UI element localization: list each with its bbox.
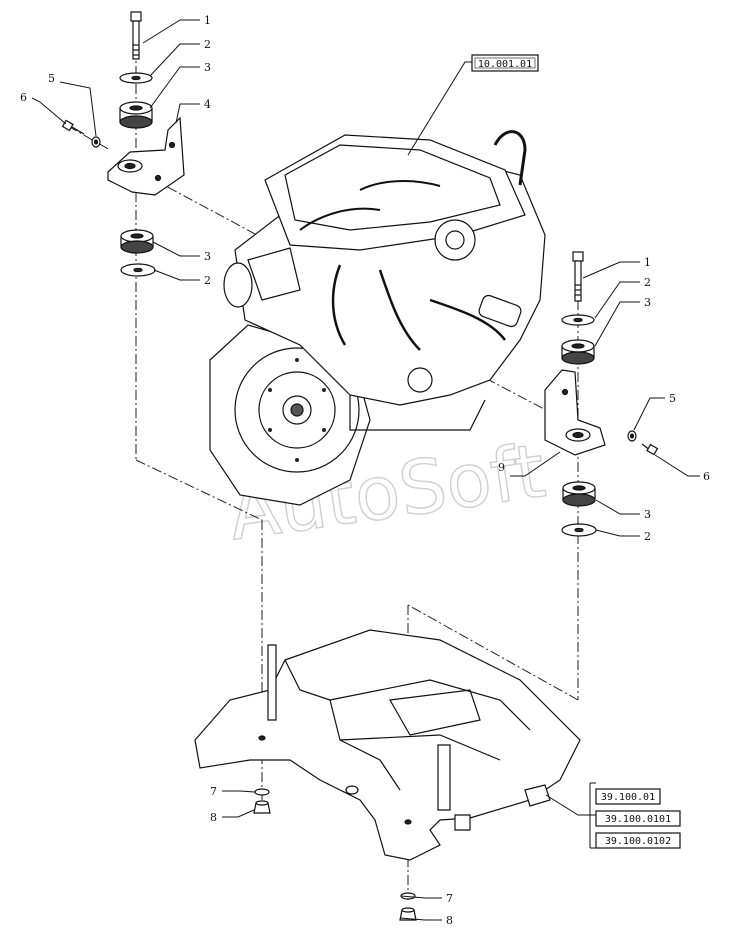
ref-box-frame-b[interactable]: 39.100.0101 xyxy=(595,810,681,827)
callout-2-left: 2 xyxy=(204,38,211,51)
callout-2-right-lower: 2 xyxy=(644,530,651,543)
callout-2-left-lower: 2 xyxy=(204,274,211,287)
lower-hardware xyxy=(253,788,417,921)
ref-group-frame: 39.100.01 39.100.0101 39.100.0102 xyxy=(589,782,681,849)
bracket-left xyxy=(107,116,185,196)
bolt-left xyxy=(130,11,142,60)
ref-box-frame-c[interactable]: 39.100.0102 xyxy=(595,832,681,849)
callout-3-left: 3 xyxy=(204,61,211,74)
left-mount-stack xyxy=(61,11,185,277)
callout-1-right: 1 xyxy=(644,256,651,269)
callout-3-right: 3 xyxy=(644,296,651,309)
ref-frame-c-text: 39.100.0102 xyxy=(605,836,671,847)
callout-6-left: 6 xyxy=(20,91,27,104)
bracket-right xyxy=(544,369,606,456)
ref-frame-b-text: 39.100.0101 xyxy=(605,814,671,825)
leader-lines xyxy=(31,19,700,921)
ref-engine-text: 10.001.01 xyxy=(478,59,532,70)
right-mount-stack xyxy=(544,251,659,537)
bolt-right xyxy=(572,251,584,302)
frame-chassis xyxy=(194,629,581,861)
callout-8-left: 8 xyxy=(210,811,217,824)
callout-1-left: 1 xyxy=(204,14,211,27)
callout-7-left: 7 xyxy=(210,785,217,798)
callout-6-right: 6 xyxy=(703,470,710,483)
callout-8-right: 8 xyxy=(446,914,453,927)
screw-right xyxy=(627,430,659,456)
callout-3-right-lower: 3 xyxy=(644,508,651,521)
callout-2-right: 2 xyxy=(644,276,651,289)
callout-5-right: 5 xyxy=(669,392,676,405)
lower-washer-left xyxy=(254,788,270,796)
callout-3-left-lower: 3 xyxy=(204,250,211,263)
callout-numbers: 1 2 3 4 5 6 3 2 1 2 3 5 6 9 3 2 7 8 7 8 xyxy=(20,14,710,927)
rubber-mount-left-top xyxy=(119,101,153,129)
callout-9: 9 xyxy=(498,461,505,474)
engine-assembly xyxy=(209,130,546,506)
callout-5-left: 5 xyxy=(48,72,55,85)
ref-box-engine[interactable]: 10.001.01 xyxy=(471,54,539,72)
ref-box-frame-a[interactable]: 39.100.01 xyxy=(595,788,661,805)
rubber-mount-right-bottom xyxy=(562,481,596,507)
rubber-mount-right-top xyxy=(561,339,595,365)
callout-7-right: 7 xyxy=(446,892,453,905)
rubber-mount-left-bottom xyxy=(120,229,154,254)
ref-frame-a-text: 39.100.01 xyxy=(601,792,655,803)
callout-4: 4 xyxy=(204,98,211,111)
